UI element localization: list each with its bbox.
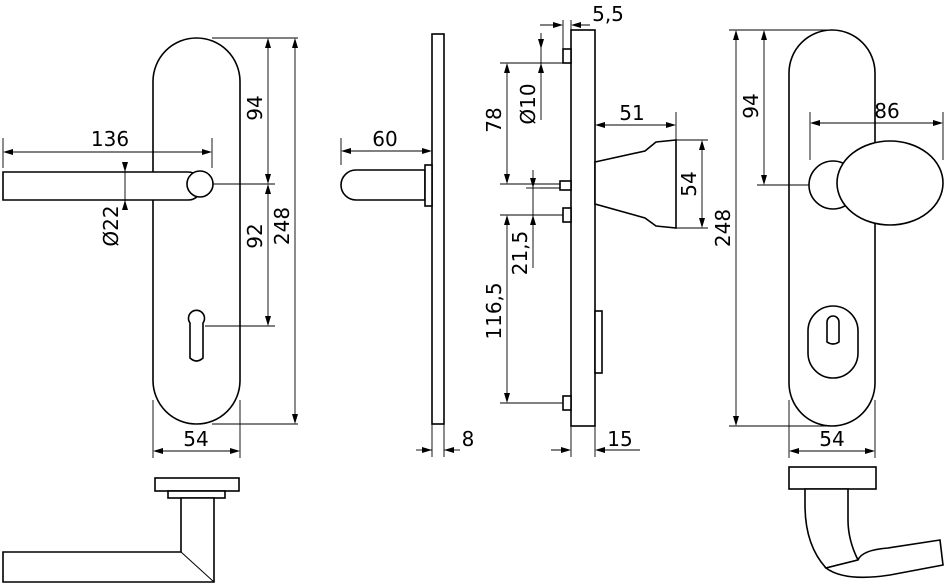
- keyhole-cutout: [187, 309, 206, 362]
- knob-plate-section-view: 5,5 78 Ø10 51 54 21,5: [482, 2, 708, 457]
- dim-top-to-lever: 94: [243, 95, 267, 120]
- dim-top-to-screw: 78: [482, 107, 506, 132]
- knob-top-view-body: [804, 488, 860, 569]
- lever-rosette: [186, 170, 214, 198]
- knob-top-view: [788, 466, 944, 579]
- dim-knob-total-height: 248: [711, 209, 735, 247]
- side-rosette: [424, 164, 433, 207]
- top-view-plate: [154, 477, 240, 492]
- knob-plate-front-view: 86 94 248 54: [711, 29, 944, 458]
- lever-plate-side-view: 60 8: [340, 33, 475, 457]
- section-knob: [594, 139, 677, 229]
- dim-lever-length: 136: [91, 127, 129, 151]
- knob-top-view-plate: [788, 466, 877, 490]
- top-view-lever: [2, 497, 215, 583]
- dim-knob-height: 54: [677, 171, 701, 196]
- knob: [836, 140, 944, 226]
- side-plate: [431, 33, 445, 425]
- top-screw-stub: [562, 48, 572, 64]
- dim-plate-width: 54: [183, 427, 208, 451]
- dim-screw-offset: 5,5: [592, 2, 624, 26]
- dim-side-plate-thickness: 8: [462, 427, 475, 451]
- side-lever: [340, 169, 426, 201]
- section-plate: [570, 29, 596, 427]
- dim-lever-to-keyhole: 92: [243, 223, 267, 248]
- cylinder-slot: [594, 310, 603, 374]
- dim-lug-spacing: 116,5: [482, 282, 506, 339]
- knob-top-view-grip: [824, 539, 944, 579]
- cylinder-keyhole: [826, 315, 840, 345]
- dim-knob-plate-width: 54: [819, 427, 844, 451]
- dim-screw-diameter: Ø10: [516, 83, 540, 124]
- top-view-rosette: [167, 490, 226, 499]
- dim-lever-diameter: Ø22: [99, 205, 123, 246]
- dim-knob-projection: 51: [619, 101, 644, 125]
- lever-back-plate: [152, 37, 241, 425]
- lever-arm: [2, 171, 203, 201]
- dim-section-plate-thickness: 15: [607, 427, 632, 451]
- lower-screw-stub: [559, 180, 572, 191]
- lower-lug: [562, 395, 572, 411]
- dim-total-height: 248: [270, 207, 294, 245]
- dim-knob-width: 86: [874, 99, 899, 123]
- lever-top-view: [2, 477, 240, 583]
- dim-top-to-knob: 94: [739, 93, 763, 118]
- dim-lever-projection: 60: [372, 127, 397, 151]
- dim-screw-to-lug: 21,5: [508, 231, 532, 276]
- lever-plate-front-view: 136 Ø22 94 92 248 54: [2, 37, 298, 458]
- upper-lug: [562, 207, 572, 223]
